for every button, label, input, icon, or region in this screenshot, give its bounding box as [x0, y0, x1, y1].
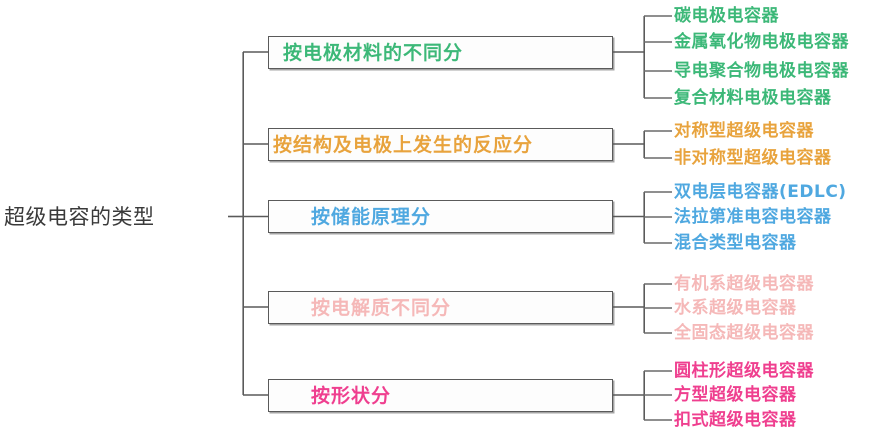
branch-box-3[interactable]: 按储能原理分: [268, 200, 613, 233]
branch-box-2[interactable]: 按结构及电极上发生的反应分: [268, 128, 613, 161]
branch-box-5[interactable]: 按形状分: [268, 379, 613, 412]
leaf-label-2-2: 非对称型超级电容器: [674, 148, 832, 168]
leaf-label-1-3: 导电聚合物电极电容器: [674, 61, 849, 81]
leaf-label-5-2: 方型超级电容器: [674, 385, 797, 405]
leaf-label-4-3: 全固态超级电容器: [674, 323, 814, 343]
leaf-label-1-4: 复合材料电极电容器: [674, 88, 832, 108]
leaf-label-3-3: 混合类型电容器: [674, 233, 797, 253]
branch-label-1: 按电极材料的不同分: [283, 42, 464, 64]
branch-label-5: 按形状分: [311, 385, 392, 407]
leaf-label-5-3: 扣式超级电容器: [674, 410, 797, 430]
branch-label-4: 按电解质不同分: [311, 297, 452, 319]
branch-label-3: 按储能原理分: [311, 206, 432, 228]
leaf-label-1-1: 碳电极电容器: [674, 6, 779, 26]
leaf-label-3-2: 法拉第准电容电容器: [674, 207, 832, 227]
leaf-label-3-1: 双电层电容器(EDLC): [674, 182, 847, 202]
branch-box-4[interactable]: 按电解质不同分: [268, 291, 613, 324]
leaf-label-4-1: 有机系超级电容器: [674, 274, 814, 294]
leaf-label-4-2: 水系超级电容器: [674, 298, 797, 318]
leaf-label-1-2: 金属氧化物电极电容器: [674, 32, 849, 52]
leaf-label-5-1: 圆柱形超级电容器: [674, 361, 814, 381]
branch-label-2: 按结构及电极上发生的反应分: [273, 134, 534, 156]
leaf-label-2-1: 对称型超级电容器: [674, 121, 814, 141]
root-label: 超级电容的类型: [4, 205, 155, 229]
branch-box-1[interactable]: 按电极材料的不同分: [268, 36, 613, 69]
